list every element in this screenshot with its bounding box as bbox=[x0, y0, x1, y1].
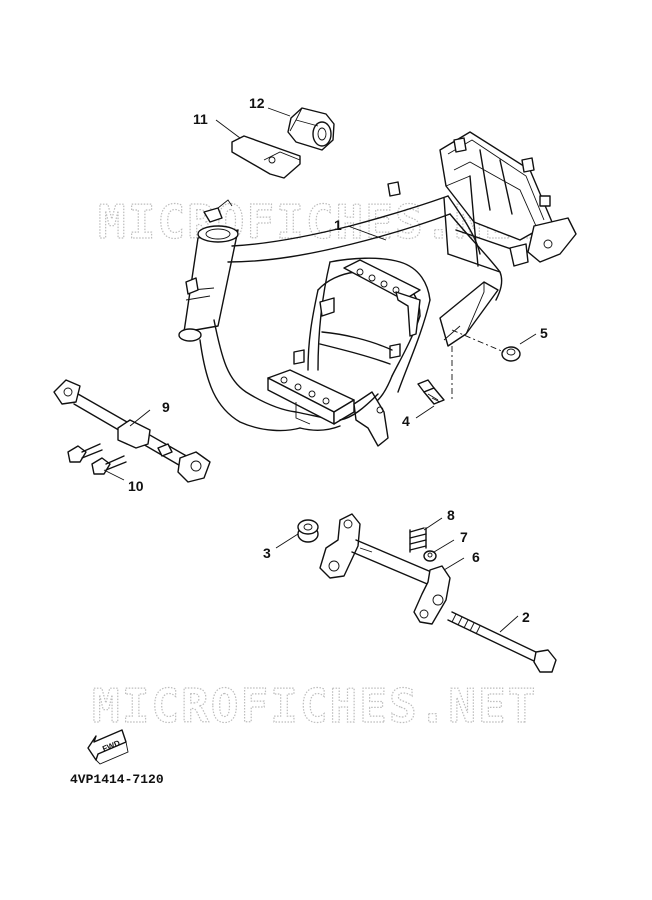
callout-5: 5 bbox=[540, 325, 548, 341]
watermark-bottom: MICROFICHES.NET bbox=[92, 679, 537, 733]
callout-7: 7 bbox=[460, 529, 468, 545]
diagram-code: 4VP1414-7120 bbox=[70, 772, 164, 787]
part-12-rubber-block bbox=[287, 107, 335, 151]
part-1-main-frame bbox=[178, 131, 577, 447]
part-5-nut bbox=[501, 346, 521, 362]
callout-11: 11 bbox=[193, 111, 208, 127]
part-11-plate bbox=[231, 135, 301, 179]
part-8-spring bbox=[409, 527, 427, 553]
part-2-long-bolt bbox=[447, 611, 557, 673]
callout-8: 8 bbox=[447, 507, 455, 523]
part-6-main-stand bbox=[319, 513, 451, 625]
part-10-bolts bbox=[67, 443, 127, 475]
part-7-pin bbox=[423, 550, 437, 562]
fwd-arrow-icon: FWD bbox=[87, 729, 129, 765]
callout-9: 9 bbox=[162, 399, 170, 415]
part-4-bolt bbox=[417, 379, 445, 405]
callout-4: 4 bbox=[402, 413, 410, 429]
part-9-bracket bbox=[53, 379, 211, 483]
callout-2: 2 bbox=[522, 609, 530, 625]
callout-1: 1 bbox=[334, 217, 342, 233]
callout-10: 10 bbox=[128, 478, 144, 494]
part-3-collar bbox=[297, 519, 319, 543]
callout-12: 12 bbox=[249, 95, 265, 111]
leader-lines bbox=[103, 107, 537, 633]
callout-3: 3 bbox=[263, 545, 271, 561]
callout-6: 6 bbox=[472, 549, 480, 565]
